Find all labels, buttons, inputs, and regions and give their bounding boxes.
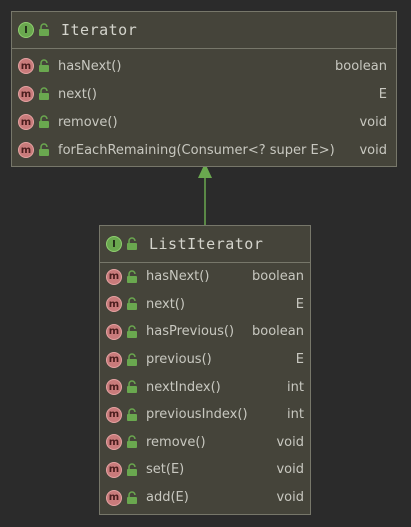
method-return-type: void: [359, 142, 387, 158]
method-row[interactable]: m hasNext() boolean: [12, 52, 396, 80]
method-name: previous(): [146, 352, 212, 368]
method-name: next(): [146, 296, 185, 312]
method-row[interactable]: m previousIndex() int: [100, 401, 310, 429]
method-badge-icon: m: [106, 406, 122, 423]
method-name: add(E): [146, 490, 189, 506]
public-lock-icon: [39, 23, 49, 36]
public-lock-icon: [127, 270, 137, 283]
method-return-type: boolean: [252, 324, 304, 340]
method-name: remove(): [58, 114, 118, 130]
public-lock-icon: [127, 463, 137, 476]
method-return-type: E: [295, 296, 304, 312]
method-badge-icon: m: [106, 296, 122, 313]
method-row[interactable]: m add(E) void: [100, 484, 310, 512]
method-row[interactable]: m hasPrevious() boolean: [100, 318, 310, 346]
method-row[interactable]: m remove() void: [100, 429, 310, 457]
iterator-title: Iterator: [61, 21, 138, 39]
method-return-type: void: [276, 434, 304, 450]
listiterator-title: ListIterator: [149, 235, 264, 253]
public-lock-icon: [127, 352, 137, 366]
method-return-type: boolean: [252, 269, 304, 285]
public-lock-icon: [39, 143, 49, 156]
public-lock-icon: [127, 435, 137, 449]
method-row[interactable]: m forEachRemaining(Consumer<? super E>) vo…: [12, 136, 396, 164]
method-badge-icon: m: [106, 489, 122, 506]
method-name: remove(): [146, 434, 206, 450]
method-return-type: void: [276, 462, 304, 478]
public-lock-icon: [127, 380, 137, 394]
method-name: nextIndex(): [146, 379, 221, 395]
method-name: hasNext(): [146, 269, 210, 285]
method-badge-icon: m: [106, 379, 122, 396]
public-lock-icon: [39, 59, 49, 72]
public-lock-icon: [39, 87, 49, 100]
public-lock-icon: [127, 297, 137, 311]
method-row[interactable]: m remove() void: [12, 108, 396, 136]
method-badge-icon: m: [106, 268, 122, 285]
method-badge-icon: m: [18, 58, 34, 74]
method-row[interactable]: m nextIndex() int: [100, 373, 310, 401]
listiterator-header: I ListIterator: [100, 226, 310, 263]
method-row[interactable]: m next() E: [100, 291, 310, 319]
method-badge-icon: m: [18, 142, 34, 158]
public-lock-icon: [39, 115, 49, 128]
public-lock-icon: [127, 325, 137, 338]
interface-badge-icon: I: [18, 22, 34, 38]
method-name: next(): [58, 86, 97, 102]
method-return-type: void: [276, 490, 304, 506]
method-row[interactable]: m hasNext() boolean: [100, 263, 310, 291]
method-return-type: int: [287, 379, 304, 395]
method-name: set(E): [146, 462, 185, 478]
method-badge-icon: m: [106, 323, 122, 340]
public-lock-icon: [127, 408, 137, 421]
method-row[interactable]: m next() E: [12, 80, 396, 108]
method-return-type: int: [287, 407, 304, 423]
listiterator-interface-box[interactable]: I ListIterator m hasNext() boolean m next() E…: [99, 225, 311, 515]
method-row[interactable]: m previous() E: [100, 346, 310, 374]
method-return-type: void: [359, 114, 387, 130]
method-name: hasPrevious(): [146, 324, 235, 340]
public-lock-icon: [127, 490, 137, 504]
method-badge-icon: m: [106, 351, 122, 368]
method-name: forEachRemaining(Consumer<? super E>): [58, 142, 335, 158]
interface-badge-icon: I: [106, 236, 122, 252]
method-name: previousIndex(): [146, 407, 248, 423]
method-row[interactable]: m set(E) void: [100, 456, 310, 484]
public-lock-icon: [127, 237, 137, 250]
method-badge-icon: m: [18, 86, 34, 102]
method-return-type: boolean: [335, 58, 387, 74]
iterator-header: I Iterator: [12, 12, 396, 49]
method-return-type: E: [378, 86, 387, 102]
method-badge-icon: m: [106, 434, 122, 451]
inheritance-arrowhead: [198, 163, 212, 178]
method-name: hasNext(): [58, 58, 122, 74]
method-return-type: E: [295, 352, 304, 368]
method-badge-icon: m: [106, 461, 122, 478]
method-badge-icon: m: [18, 114, 34, 130]
